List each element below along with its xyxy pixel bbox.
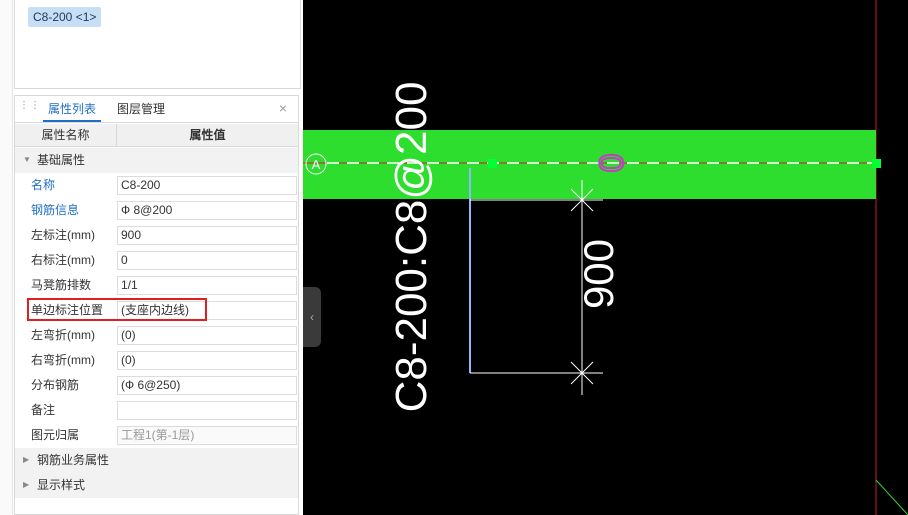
group-rebar-business-properties[interactable]: ▶ 钢筋业务属性 — [15, 448, 298, 473]
property-name: 备注 — [31, 403, 56, 417]
property-row-chair-rows: 马凳筋排数 1/1 — [15, 273, 298, 298]
property-value-input[interactable]: 900 — [117, 226, 297, 245]
left-edge-strip — [0, 0, 13, 515]
property-value-input[interactable]: 0 — [117, 251, 297, 270]
property-name: 分布钢筋 — [31, 378, 80, 392]
grip-point[interactable] — [488, 159, 497, 168]
corner-line — [875, 479, 908, 515]
axis-bubble — [305, 153, 327, 175]
axis-label: A — [312, 157, 321, 172]
caret-right-icon: ▶ — [23, 455, 30, 464]
rebar-label[interactable]: C8-200:C8@200 — [387, 82, 436, 413]
slab-rebar-band[interactable] — [303, 130, 876, 199]
property-row-rebar-info: 钢筋信息 Ф 8@200 — [15, 198, 298, 223]
property-value-input[interactable]: 1/1 — [117, 276, 297, 295]
property-table-header: 属性名称 属性值 — [15, 124, 298, 147]
column-header-name: 属性名称 — [15, 124, 117, 146]
property-row-right-label: 右标注(mm) 0 — [15, 248, 298, 273]
property-row-single-side-position: 单边标注位置 (支座内边线) — [15, 298, 298, 323]
dimension-tick — [570, 361, 594, 385]
property-row-right-bend: 右弯折(mm) (0) — [15, 348, 298, 373]
chevron-left-icon[interactable]: ‹ — [303, 287, 321, 347]
drag-handle-icon[interactable]: ⋮⋮ — [19, 100, 41, 111]
tab-property-list[interactable]: 属性列表 — [43, 96, 101, 122]
cad-viewport[interactable]: A 0 900 C8-200:C8@200 — [303, 0, 908, 515]
dimension-value: 900 — [575, 239, 622, 309]
property-value-input[interactable]: (0) — [117, 326, 297, 345]
property-name: 图元归属 — [31, 428, 80, 442]
property-row-name: 名称 C8-200 — [15, 173, 298, 198]
grip-point[interactable] — [872, 159, 881, 168]
property-name[interactable]: 名称 — [31, 178, 56, 192]
group-basic-properties[interactable]: ▼ 基础属性 — [15, 148, 298, 173]
tab-layer-management[interactable]: 图层管理 — [116, 102, 165, 116]
property-value-input[interactable] — [117, 401, 297, 420]
property-row-element-owner: 图元归属 工程1(第-1层) — [15, 423, 298, 448]
property-row-left-bend: 左弯折(mm) (0) — [15, 323, 298, 348]
property-name: 左弯折(mm) — [31, 328, 95, 342]
caret-right-icon: ▶ — [23, 480, 30, 489]
property-name: 左标注(mm) — [31, 228, 95, 242]
close-icon[interactable]: × — [278, 100, 288, 116]
dimension-tick — [570, 188, 594, 212]
property-panel: ⋮⋮ 属性列表 图层管理 × 属性名称 属性值 ▼ 基础属性 名称 C8-200… — [14, 95, 299, 515]
panel-tabbar: ⋮⋮ 属性列表 图层管理 × — [15, 96, 298, 123]
property-value-input[interactable]: (支座内边线) — [117, 301, 297, 320]
group-label: 钢筋业务属性 — [37, 453, 110, 467]
group-label: 显示样式 — [37, 478, 86, 492]
property-value-input[interactable]: C8-200 — [117, 176, 297, 195]
property-value-input[interactable]: (Ф 6@250) — [117, 376, 297, 395]
element-list-panel: C8-200 <1> — [14, 0, 301, 89]
property-name: 右弯折(mm) — [31, 353, 95, 367]
caret-down-icon: ▼ — [23, 155, 31, 164]
property-value-input[interactable]: (0) — [117, 351, 297, 370]
property-value-input[interactable]: Ф 8@200 — [117, 201, 297, 220]
highlight-box — [27, 298, 207, 321]
group-display-style[interactable]: ▶ 显示样式 — [15, 473, 298, 498]
property-name: 单边标注位置 — [31, 303, 104, 317]
property-name: 右标注(mm) — [31, 253, 95, 267]
property-row-left-label: 左标注(mm) 900 — [15, 223, 298, 248]
property-row-remark: 备注 — [15, 398, 298, 423]
element-list-item[interactable]: C8-200 <1> — [28, 7, 102, 27]
property-value-readonly: 工程1(第-1层) — [117, 426, 297, 445]
right-end-label: 0 — [593, 154, 631, 173]
property-name[interactable]: 钢筋信息 — [31, 203, 80, 217]
group-label: 基础属性 — [37, 153, 86, 167]
cad-drawing: A 0 900 C8-200:C8@200 — [303, 0, 908, 515]
property-name: 马凳筋排数 — [31, 278, 92, 292]
column-header-value: 属性值 — [189, 128, 226, 142]
property-row-distribution-rebar: 分布钢筋 (Ф 6@250) — [15, 373, 298, 398]
